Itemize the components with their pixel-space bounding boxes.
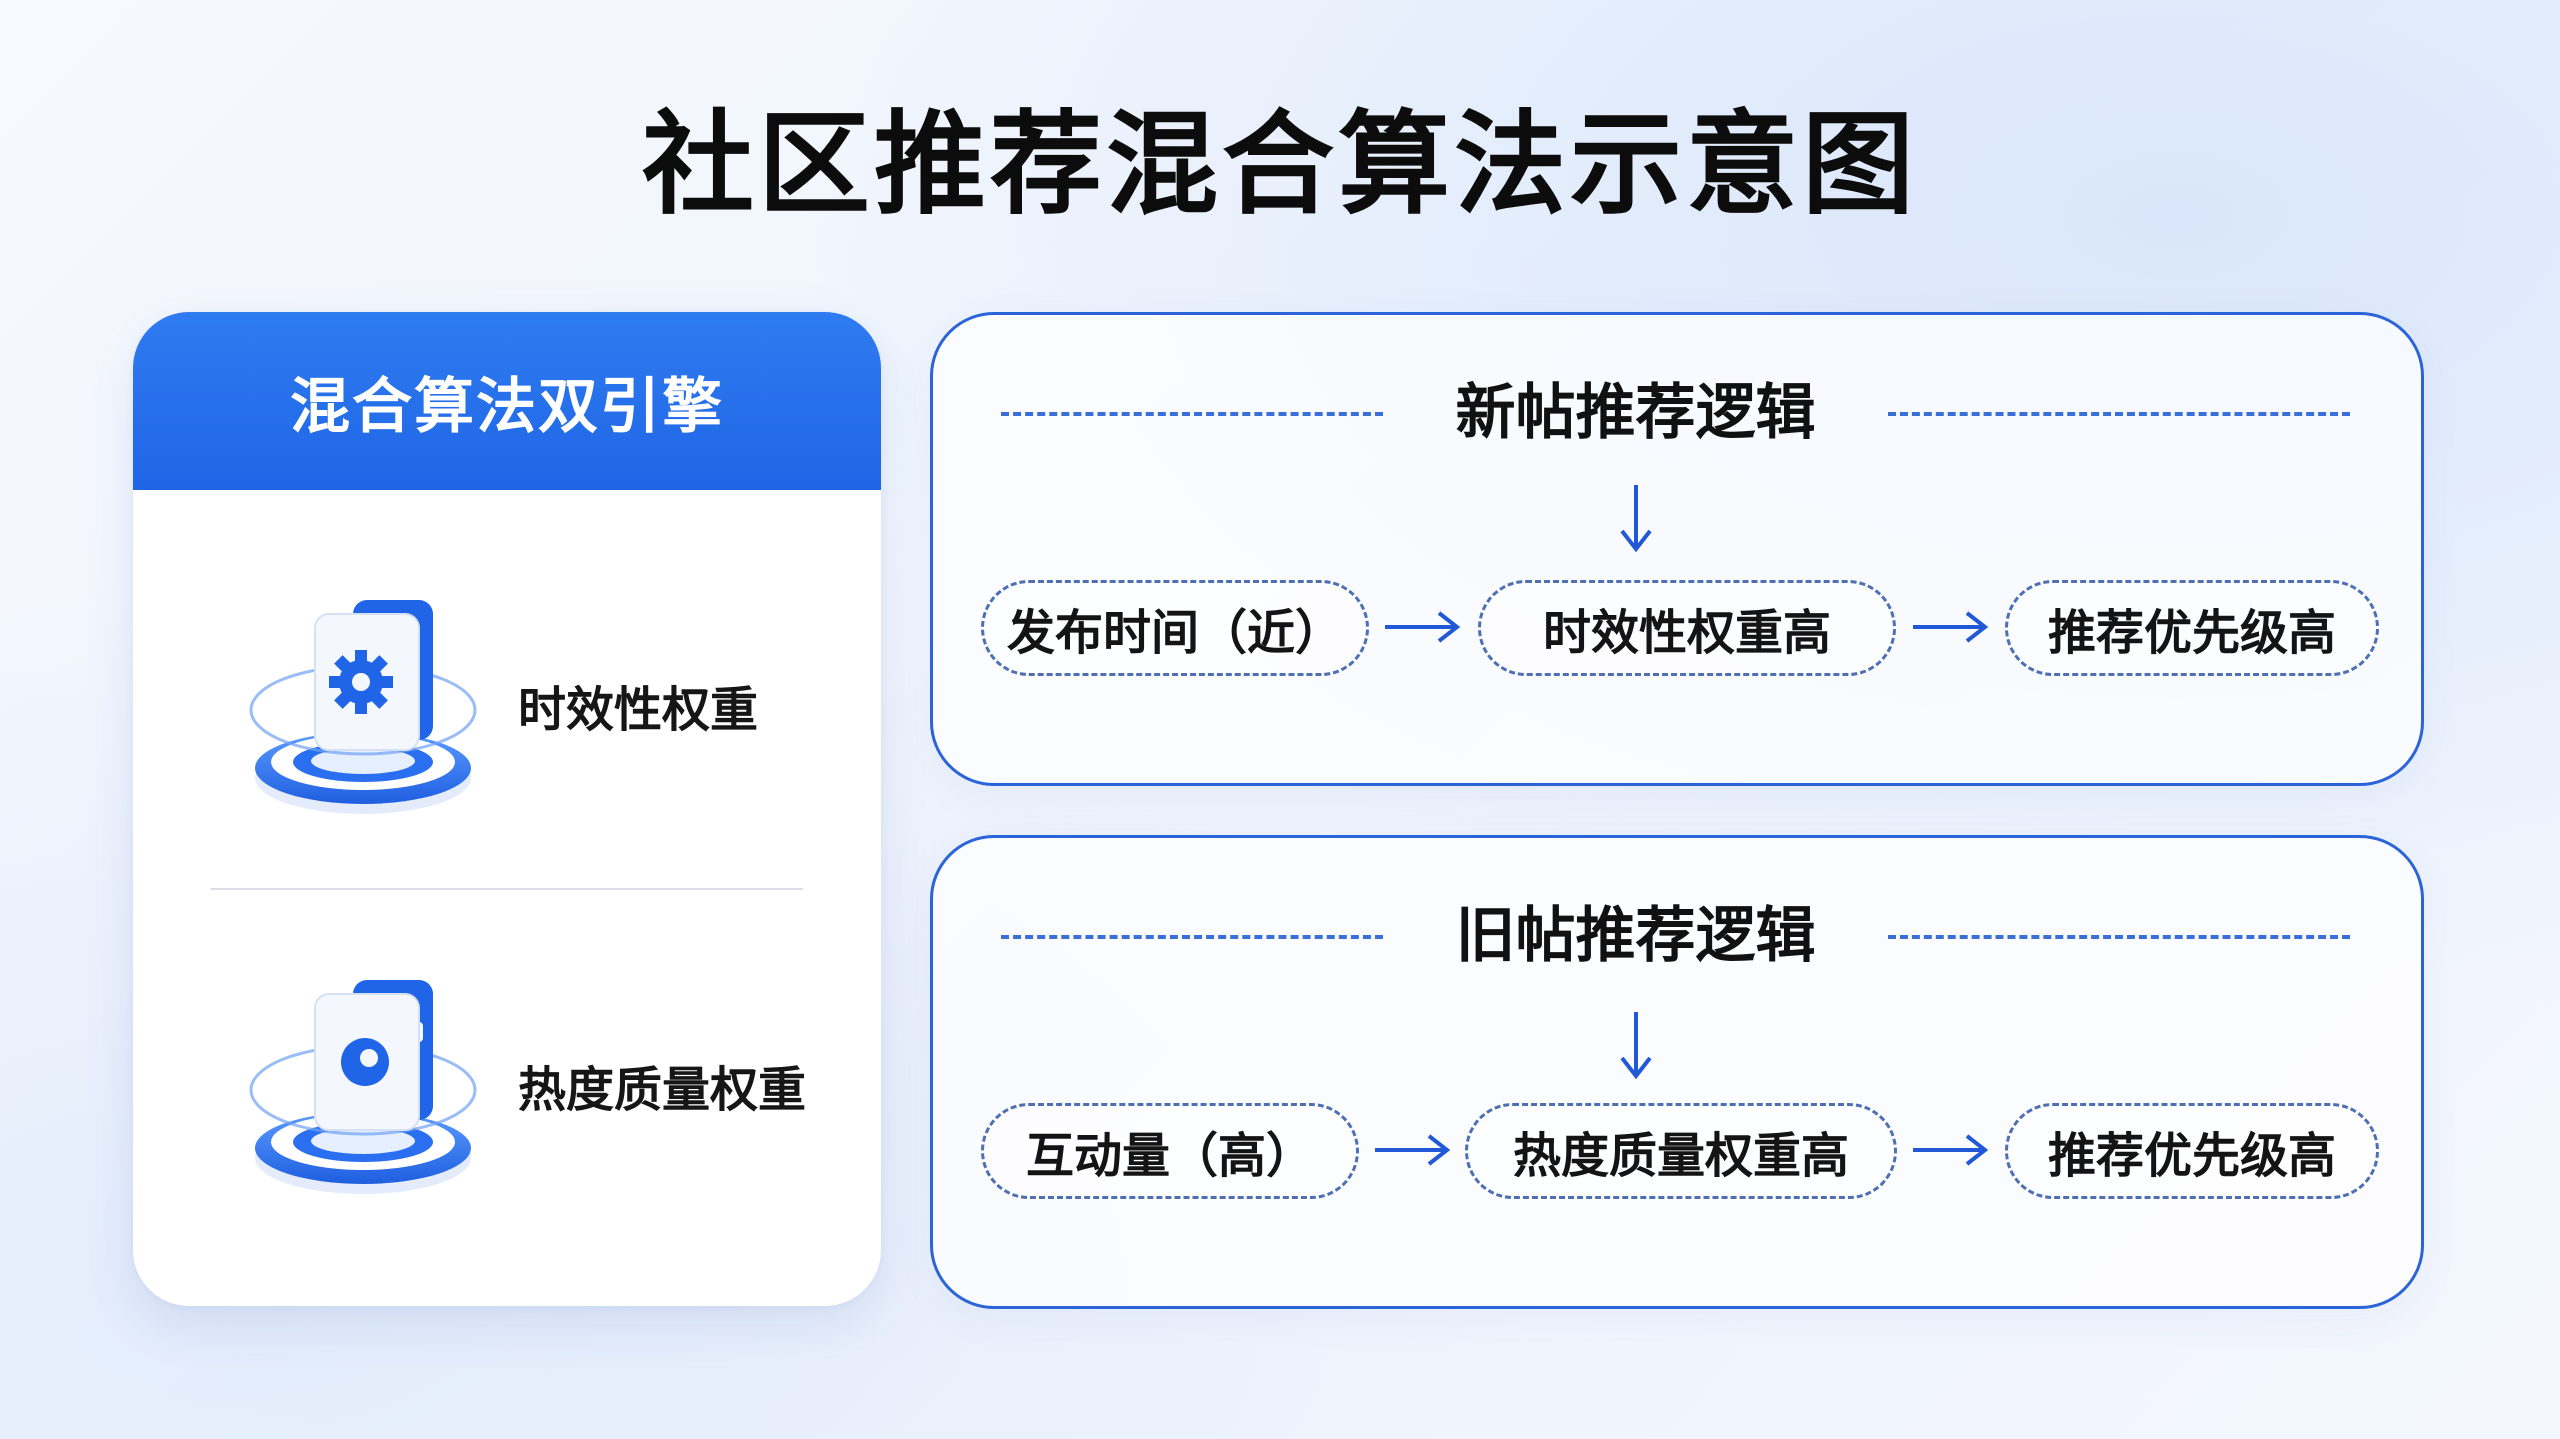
engine-item-label: 时效性权重 — [518, 682, 759, 738]
engine-card-title: 混合算法双引擎 — [290, 371, 724, 442]
flow-node-priority: 推荐优先级高 — [2005, 1103, 2379, 1199]
old-post-logic-title: 旧帖推荐逻辑 — [1455, 901, 1816, 971]
dashed-divider — [1001, 935, 1383, 939]
gear-icon — [249, 600, 477, 814]
dashed-divider — [1001, 412, 1383, 416]
new-post-logic-title: 新帖推荐逻辑 — [1455, 378, 1816, 448]
arrow-down-icon — [1620, 485, 1652, 553]
engine-card: 混合算法双引擎 — [133, 312, 881, 1306]
flow-node-publish-time: 发布时间（近） — [981, 580, 1369, 676]
arrow-down-icon — [1620, 1012, 1652, 1080]
flow-node-timeliness-weight: 时效性权重高 — [1478, 580, 1896, 676]
arrow-right-icon — [1385, 611, 1461, 643]
arrow-right-icon — [1913, 1134, 1989, 1166]
flow-node-interaction: 互动量（高） — [981, 1103, 1359, 1199]
engine-item-label: 热度质量权重 — [518, 1062, 807, 1118]
flow-node-priority: 推荐优先级高 — [2005, 580, 2379, 676]
arrow-right-icon — [1375, 1134, 1451, 1166]
page-title: 社区推荐混合算法示意图 — [642, 100, 1918, 230]
arrow-right-icon — [1913, 611, 1989, 643]
engine-item-timeliness: 时效性权重 — [133, 570, 881, 830]
old-post-logic-panel: 旧帖推荐逻辑 互动量（高） 热度质量权重高 推荐优先级高 — [930, 835, 2424, 1309]
engine-card-header: 混合算法双引擎 — [133, 312, 881, 490]
dashed-divider — [1888, 935, 2350, 939]
dashed-divider — [1888, 412, 2350, 416]
new-post-logic-panel: 新帖推荐逻辑 发布时间（近） 时效性权重高 推荐优先级高 — [930, 312, 2424, 786]
eye-icon — [249, 980, 477, 1194]
flow-node-popularity-weight: 热度质量权重高 — [1465, 1103, 1897, 1199]
engine-divider — [211, 888, 803, 890]
engine-item-popularity: 热度质量权重 — [133, 950, 881, 1210]
